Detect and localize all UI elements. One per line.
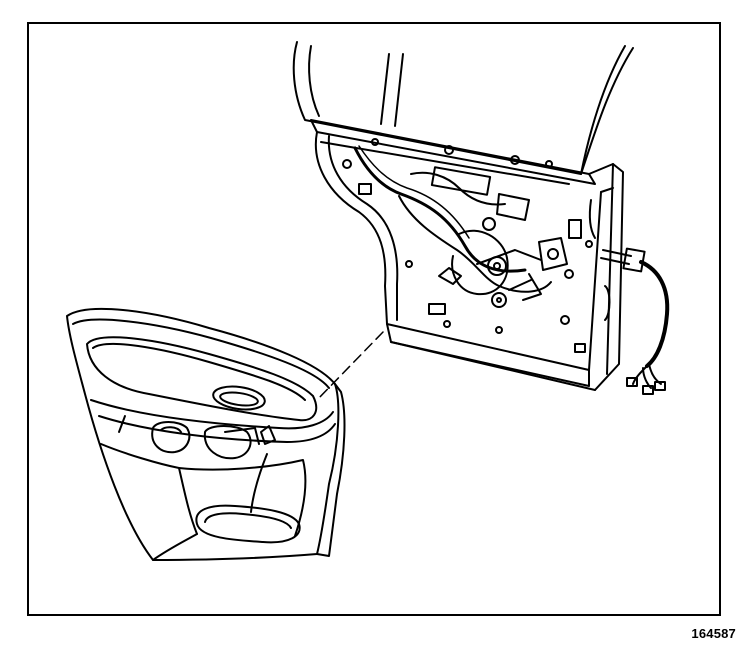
figure-reference-number: 164587 [691,626,736,641]
illustration-frame [27,22,721,616]
door-trim-panel-icon [66,307,346,561]
door-frame-icon [292,41,634,391]
wiring-harness-icon [353,145,670,395]
door-trim-removal-illustration [66,41,670,561]
alignment-leader-line [316,331,384,401]
